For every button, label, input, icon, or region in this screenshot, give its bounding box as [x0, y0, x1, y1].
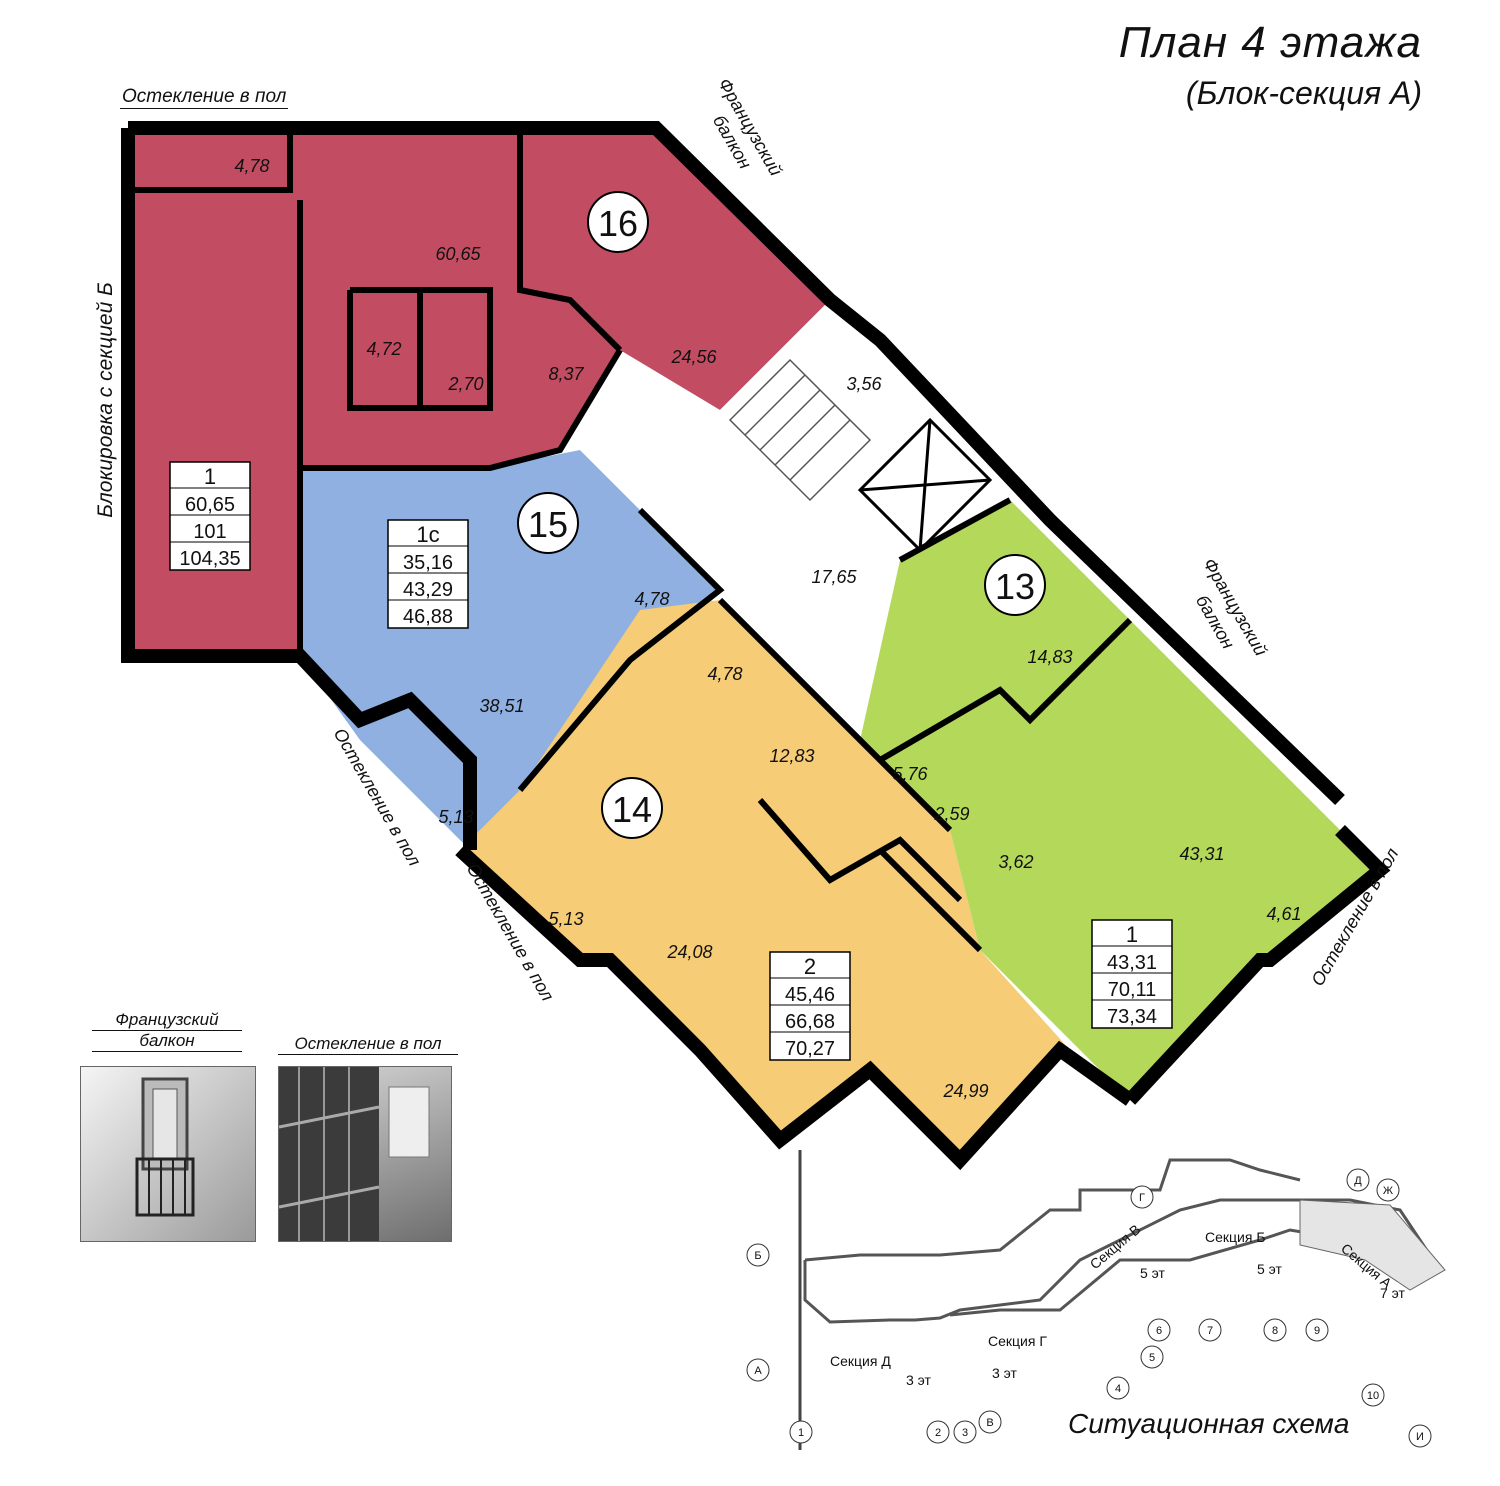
room-area-label: 2,70	[447, 374, 483, 394]
apartment-14-area[interactable]	[460, 600, 1070, 1155]
apartment-number: 14	[612, 789, 652, 830]
legend-french-caption: Французский балкон	[92, 1010, 242, 1052]
apartment-16-badge: 16	[587, 191, 649, 253]
room-area-label: 5,76	[892, 764, 928, 784]
room-area-label: 43,31	[1179, 844, 1224, 864]
summary-living: 35,16	[403, 552, 453, 574]
room-area-label: 3,56	[846, 374, 882, 394]
room-area-label: 5,13	[438, 807, 473, 827]
axis-label: Д	[1354, 1175, 1362, 1187]
summary-total: 70,11	[1108, 979, 1157, 1001]
summary-living: 60,65	[185, 494, 235, 516]
staircase	[728, 358, 872, 502]
legend-french-balcony-image	[80, 1066, 256, 1242]
scheme-section-a-highlight	[1299, 1199, 1446, 1291]
legend-glazing-caption: Остекление в пол	[278, 1034, 458, 1055]
axis-label: 5	[1149, 1352, 1155, 1364]
outer-walls	[121, 121, 1391, 1171]
scheme-axis-markers: 1 2 3 4 5 6 7 8 9 10 А Б В Г Д Ж И	[746, 1168, 1432, 1448]
axis-label: 9	[1314, 1325, 1320, 1337]
axis-label: Ж	[1383, 1185, 1393, 1197]
summary-with-balcony: 70,27	[785, 1038, 835, 1060]
common-hall	[580, 300, 1010, 740]
situational-scheme: Секция А 7 эт Секция Б 5 эт Секция В 5 э…	[746, 1150, 1446, 1450]
room-area-label: 3,62	[998, 852, 1033, 872]
summary-rooms: 1	[204, 464, 216, 489]
elevator-shaft	[857, 417, 993, 553]
apartment-number: 16	[598, 203, 638, 244]
apartment-13-area[interactable]	[860, 500, 1380, 1100]
glazing-note-top: Остекление в пол	[120, 86, 289, 109]
axis-label: Б	[754, 1250, 761, 1262]
summary-13: 1 43,31 70,11 73,34	[1091, 919, 1173, 1029]
axis-label: 4	[1115, 1383, 1121, 1395]
summary-total: 66,68	[785, 1011, 835, 1033]
apartment-number: 15	[528, 504, 568, 545]
summary-rooms: 2	[804, 954, 816, 979]
legend-glazing-image	[278, 1066, 452, 1242]
summary-with-balcony: 73,34	[1107, 1006, 1157, 1028]
room-area-label: 8,37	[548, 364, 584, 384]
room-area-label: 24,08	[666, 942, 712, 962]
summary-living: 43,31	[1107, 952, 1157, 974]
room-area-label: 24,99	[942, 1081, 988, 1101]
summary-living: 45,46	[785, 984, 835, 1006]
scheme-section-label: Секция Б	[1205, 1229, 1266, 1245]
room-area-label: 12,83	[769, 746, 814, 766]
summary-16: 1 60,65 101 104,35	[169, 461, 251, 571]
summary-rooms: 1с	[416, 522, 439, 547]
axis-label: Г	[1139, 1192, 1145, 1204]
scheme-floor-label: 3 эт	[906, 1372, 932, 1388]
summary-15: 1с 35,16 43,29 46,88	[387, 519, 469, 629]
summary-with-balcony: 104,35	[179, 548, 240, 570]
scheme-title: Ситуационная схема	[1068, 1408, 1350, 1439]
french-balcony-icon	[135, 1077, 195, 1217]
blocking-note: Блокировка с секцией Б	[94, 282, 117, 518]
axis-label: 1	[798, 1427, 804, 1439]
scheme-floor-label: 7 эт	[1380, 1285, 1406, 1301]
axis-label: А	[754, 1365, 762, 1377]
room-area-label: 4,78	[707, 664, 742, 684]
axis-label: 8	[1272, 1325, 1278, 1337]
scheme-floor-label: 5 эт	[1257, 1261, 1283, 1277]
page-title: План 4 этажа	[1118, 18, 1422, 67]
room-area-label: 4,72	[366, 339, 401, 359]
scheme-section-label: Секция Г	[988, 1333, 1047, 1349]
axis-label: 2	[935, 1427, 941, 1439]
room-area-label: 4,78	[634, 589, 669, 609]
page-subtitle: (Блок-секция А)	[1185, 75, 1422, 111]
summary-14: 2 45,46 66,68 70,27	[769, 951, 851, 1061]
axis-label: И	[1416, 1431, 1424, 1443]
apartment-13-badge: 13	[984, 554, 1046, 616]
room-area-label: 14,83	[1027, 647, 1072, 667]
room-area-label: 4,61	[1266, 904, 1301, 924]
glazing-icon	[279, 1067, 430, 1241]
summary-total: 101	[193, 521, 226, 543]
apartment-15-badge: 15	[517, 492, 579, 554]
apartment-14-badge: 14	[601, 777, 663, 839]
room-area-label: 24,56	[670, 347, 717, 367]
summary-total: 43,29	[403, 579, 453, 601]
room-area-label: 5,13	[548, 909, 583, 929]
room-area-label: 17,65	[811, 567, 857, 587]
axis-label: 7	[1207, 1325, 1213, 1337]
room-area-label: 4,78	[234, 156, 269, 176]
room-area-label: 2,59	[933, 804, 969, 824]
summary-with-balcony: 46,88	[403, 606, 453, 628]
scheme-floor-label: 3 эт	[992, 1365, 1018, 1381]
scheme-floor-label: 5 эт	[1140, 1265, 1166, 1281]
axis-label: 10	[1367, 1390, 1379, 1402]
apartment-16-area[interactable]	[128, 128, 830, 656]
apartment-number: 13	[995, 566, 1035, 607]
axis-label: В	[986, 1417, 993, 1429]
axis-label: 3	[962, 1427, 968, 1439]
room-area-label: 60,65	[435, 244, 481, 264]
summary-rooms: 1	[1126, 922, 1138, 947]
room-area-label: 38,51	[479, 696, 524, 716]
axis-label: 6	[1156, 1325, 1162, 1337]
scheme-section-label: Секция Д	[830, 1353, 891, 1369]
